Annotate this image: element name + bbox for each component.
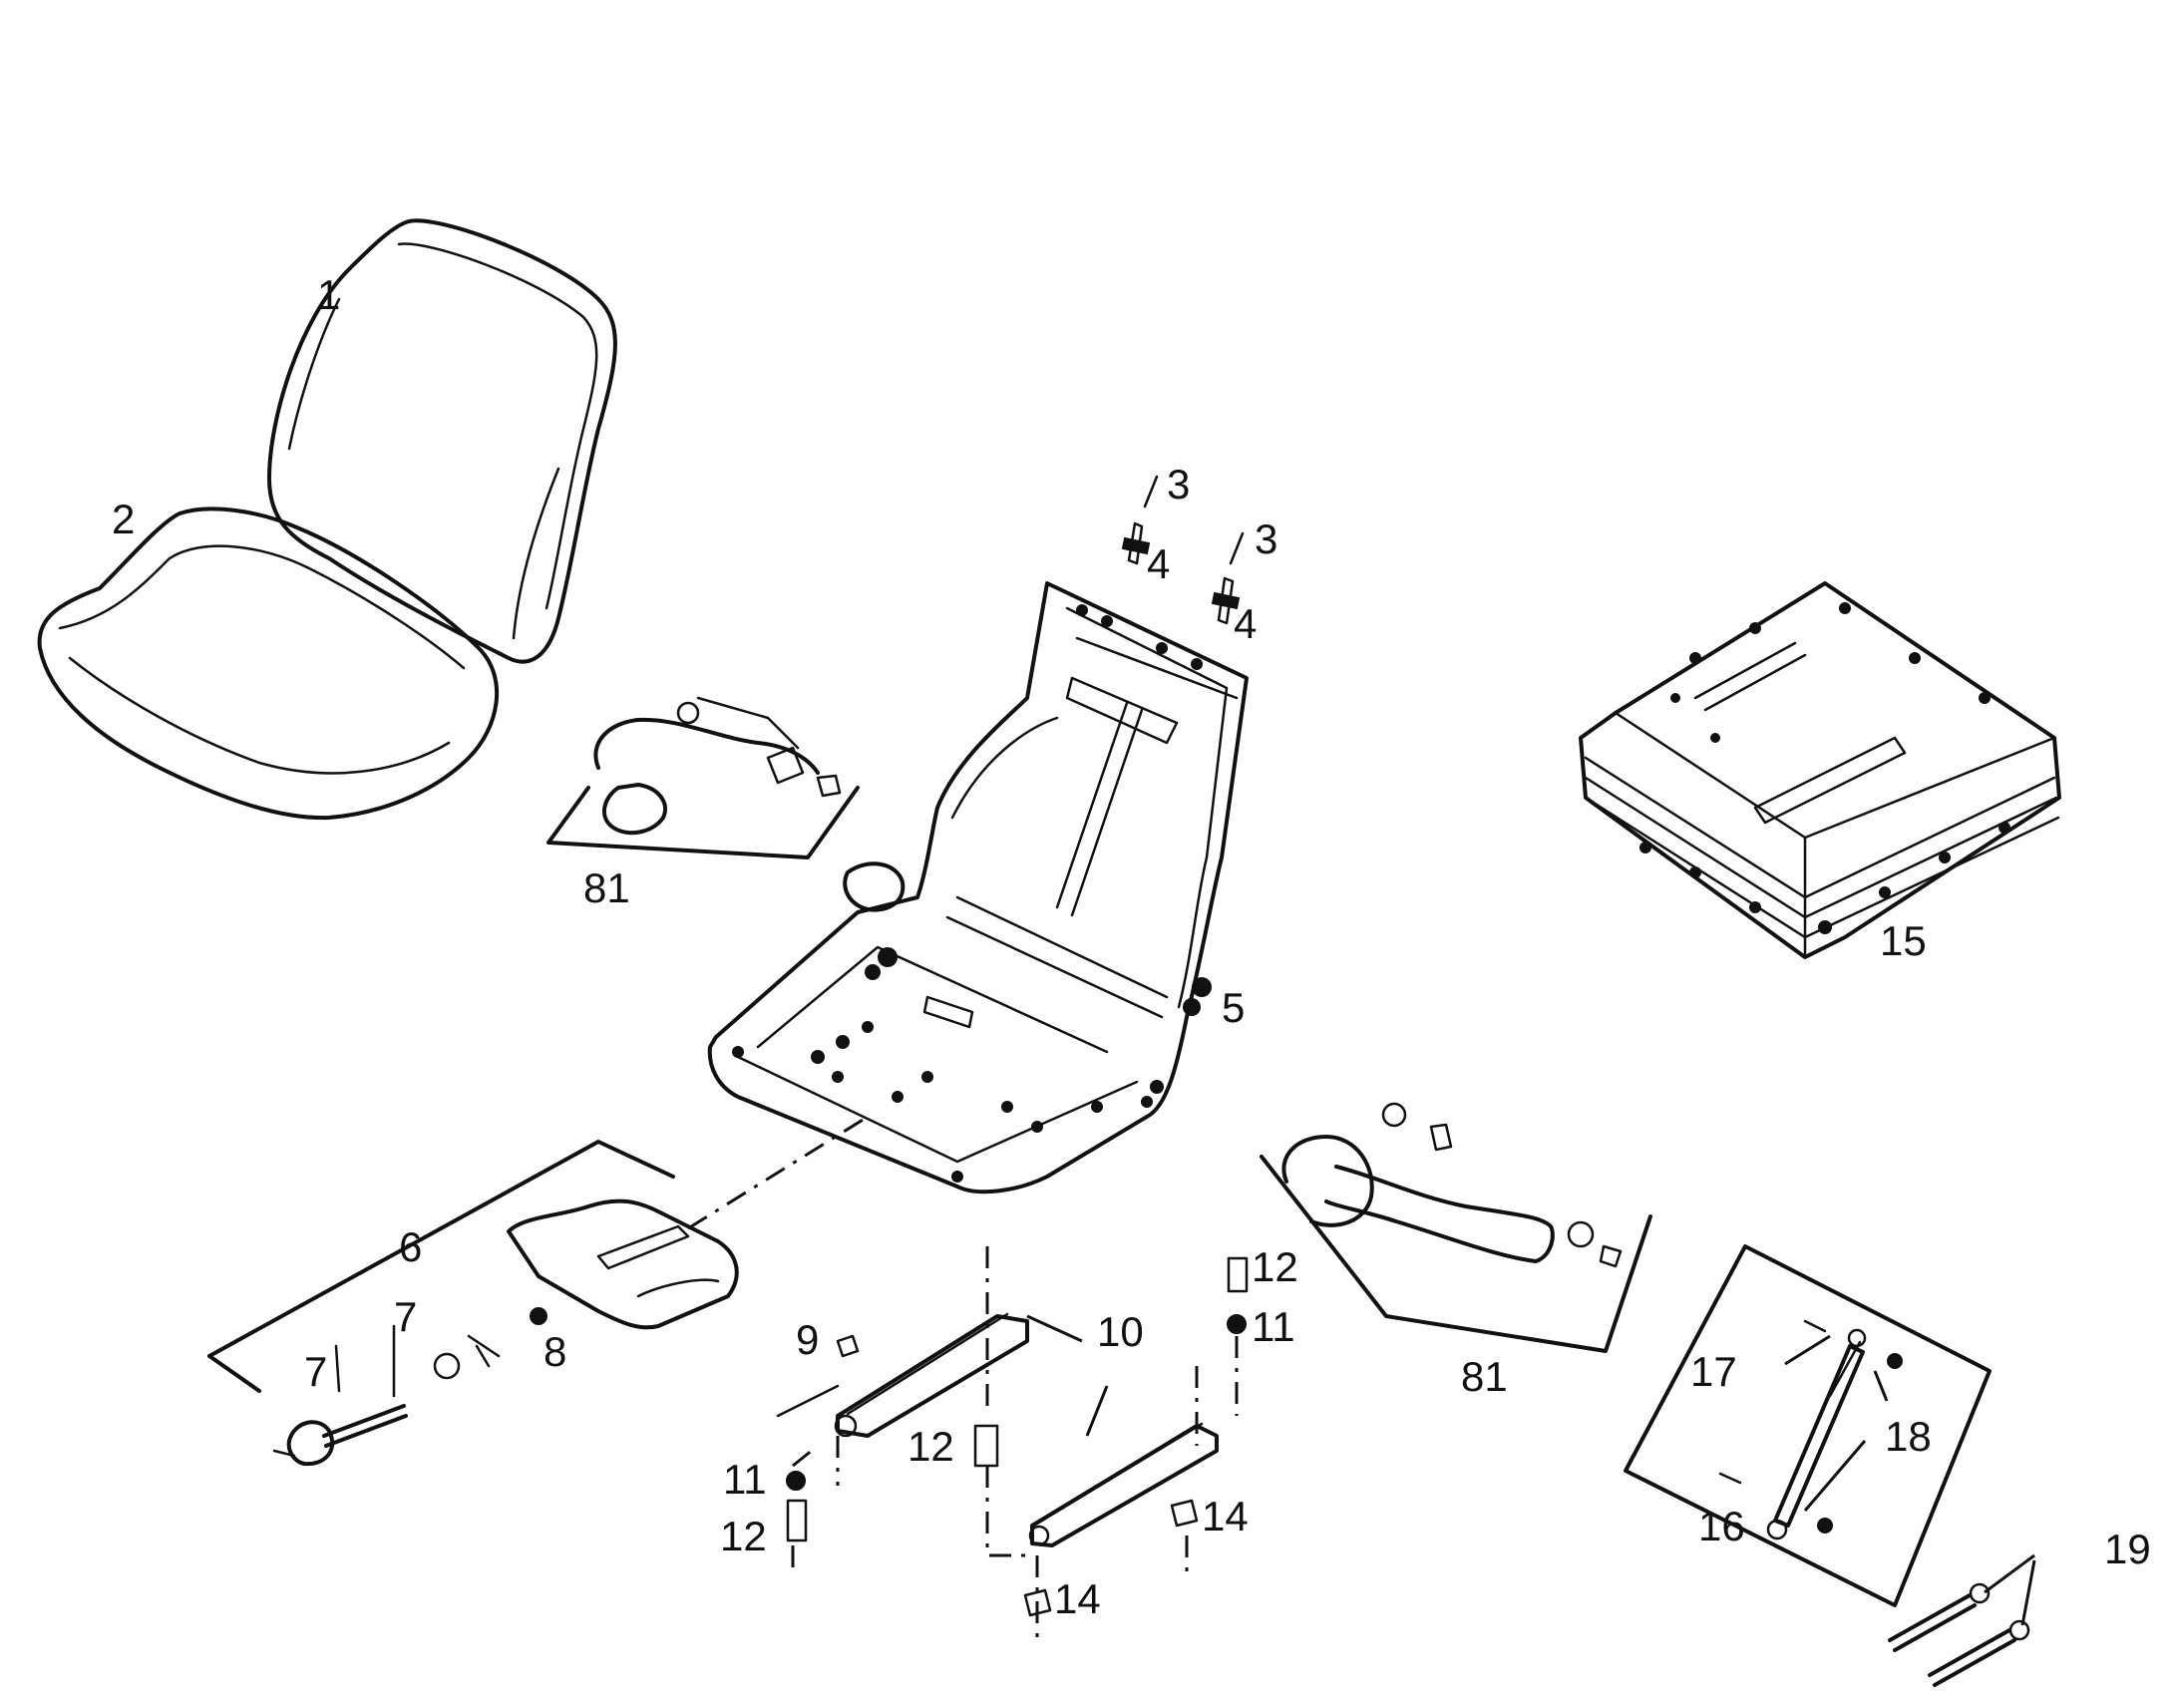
label-6: 6 — [399, 1223, 422, 1270]
label-4-right: 4 — [1234, 600, 1257, 647]
label-3-right: 3 — [1255, 515, 1277, 562]
adjuster-knob — [272, 1404, 408, 1467]
label-10: 10 — [1097, 1308, 1144, 1355]
label-14-bottom: 14 — [1054, 1575, 1101, 1622]
label-12-upper: 12 — [1252, 1243, 1298, 1290]
backrest-cushion — [267, 218, 617, 664]
label-16: 16 — [1698, 1503, 1745, 1549]
label-7-right: 7 — [394, 1293, 417, 1340]
tension-springs — [1888, 1582, 2030, 1687]
seat-belt-buckle-lower — [1260, 1102, 1652, 1353]
slide-rail-upper — [776, 1312, 1029, 1438]
label-5: 5 — [1222, 984, 1245, 1031]
adjuster-bracket-group — [207, 1140, 739, 1393]
label-81-upper: 81 — [583, 864, 630, 911]
label-9: 9 — [796, 1316, 819, 1363]
screw-bushing-left — [1121, 475, 1159, 565]
label-14-right: 14 — [1202, 1493, 1249, 1539]
bolt-12-lower-left — [786, 1499, 808, 1542]
label-18: 18 — [1885, 1413, 1932, 1460]
label-15: 15 — [1880, 917, 1927, 964]
label-11-upper: 11 — [1252, 1303, 1295, 1350]
frame-mounting-holes — [732, 604, 1212, 1183]
washer-11-lower-left — [786, 1471, 806, 1491]
label-8: 8 — [544, 1328, 566, 1375]
frame-side-pivot-left — [843, 861, 906, 912]
gas-spring-kit — [1624, 1244, 1992, 1607]
nut-14-right — [1170, 1499, 1199, 1528]
seat-suspension-base — [1579, 581, 2061, 959]
adjuster-pin-7a — [334, 1344, 341, 1393]
label-3-top: 3 — [1167, 461, 1190, 508]
screw-bushing-right — [1211, 531, 1245, 625]
label-12-lower: 12 — [720, 1513, 767, 1559]
label-1: 1 — [317, 271, 340, 318]
adjuster-fittings-8 — [433, 1307, 547, 1380]
label-19: 19 — [2104, 1526, 2151, 1572]
label-81-lower: 81 — [1461, 1353, 1508, 1400]
assembly-guide-lines — [687, 1115, 1239, 1640]
bolt-12-upper-right — [1227, 1256, 1249, 1293]
label-2: 2 — [112, 496, 135, 542]
slide-rail-lower — [1028, 1422, 1219, 1547]
suspension-holes — [1639, 602, 2010, 934]
label-17: 17 — [1690, 1348, 1737, 1395]
seat-frame — [707, 581, 1249, 1195]
washer-11-upper-right — [1227, 1314, 1247, 1334]
seat-belt-buckle-upper — [546, 696, 860, 859]
label-4-top: 4 — [1147, 540, 1170, 587]
seat-cushion — [37, 507, 500, 821]
slide-rail-nut-9 — [836, 1334, 860, 1358]
leader-lines — [1026, 1314, 2036, 1626]
callout-labels: 1 2 3 4 3 4 5 81 15 6 7 7 8 9 10 12 11 1… — [112, 271, 2151, 1622]
bolt-12-middle — [973, 1424, 999, 1468]
label-12-middle: 12 — [908, 1423, 954, 1470]
label-11-lower: 11 — [723, 1456, 767, 1503]
label-7-left: 7 — [304, 1348, 327, 1395]
nut-14-bottom — [1023, 1588, 1052, 1617]
